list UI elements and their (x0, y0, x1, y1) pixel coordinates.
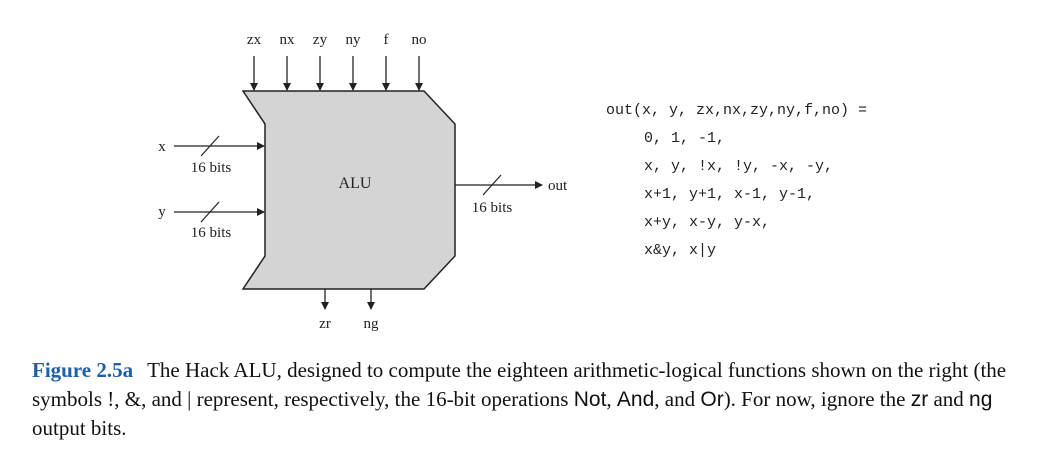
control-input-ny: ny (346, 32, 362, 91)
caption-bit-ng: ng (969, 388, 993, 411)
input-label-y: y (158, 204, 166, 220)
bus-slash-y (200, 201, 220, 223)
control-input-f: f (382, 32, 390, 91)
data-input-y: y 16 bits (158, 201, 265, 241)
control-label-zy: zy (313, 32, 328, 48)
status-label-zr: zr (319, 316, 331, 332)
caption-text: ). For now, ignore the (723, 387, 911, 411)
caption-text: The Hack ALU, designed to compute the ei… (32, 358, 1007, 411)
control-input-zy: zy (313, 32, 328, 91)
alu-block (241, 90, 456, 290)
control-label-no: no (412, 32, 427, 48)
input-width-x: 16 bits (191, 160, 232, 176)
bus-slash-x (200, 135, 220, 157)
formula-line: x+y, x-y, y-x, (644, 214, 771, 231)
caption-op-or: Or (700, 388, 724, 411)
control-label-f: f (384, 32, 389, 48)
output-width-out: 16 bits (472, 200, 513, 216)
alu-label: ALU (339, 175, 372, 192)
status-label-ng: ng (364, 316, 380, 332)
formula-line: 0, 1, -1, (644, 130, 726, 147)
alu-function-list: out(x, y, zx,nx,zy,ny,f,no) = 0, 1, -1, … (606, 97, 867, 265)
control-label-ny: ny (346, 32, 362, 48)
status-output-zr: zr (319, 289, 331, 332)
caption-text: , and (654, 387, 701, 411)
status-output-ng: ng (364, 289, 380, 332)
formula-line: x+1, y+1, x-1, y-1, (644, 186, 816, 203)
formula-signature: out(x, y, zx,nx,zy,ny,f,no) = (606, 102, 868, 119)
output-label-out: out (548, 178, 568, 194)
control-label-nx: nx (280, 32, 296, 48)
formula-line: x, y, !x, !y, -x, -y, (644, 158, 834, 175)
control-input-zx: zx (247, 32, 262, 91)
control-label-zx: zx (247, 32, 262, 48)
control-input-no: no (412, 32, 427, 91)
caption-text: , (606, 387, 617, 411)
caption-op-not: Not (573, 388, 607, 411)
figure-label: Figure 2.5a (32, 358, 134, 382)
formula-line: x&y, x|y (644, 242, 717, 259)
data-output-out: out 16 bits (455, 174, 568, 216)
caption-text: output bits. (32, 416, 127, 440)
data-input-x: x 16 bits (158, 135, 265, 176)
caption-text: and (928, 387, 970, 411)
caption-op-and: And (616, 388, 655, 411)
control-input-nx: nx (280, 32, 296, 91)
input-label-x: x (158, 139, 166, 155)
caption-bit-zr: zr (910, 388, 929, 411)
bus-slash-out (482, 174, 502, 196)
alu-diagram: ALU zx nx zy ny f no x 16 bits y 16 bits (158, 32, 568, 332)
input-width-y: 16 bits (191, 225, 232, 241)
